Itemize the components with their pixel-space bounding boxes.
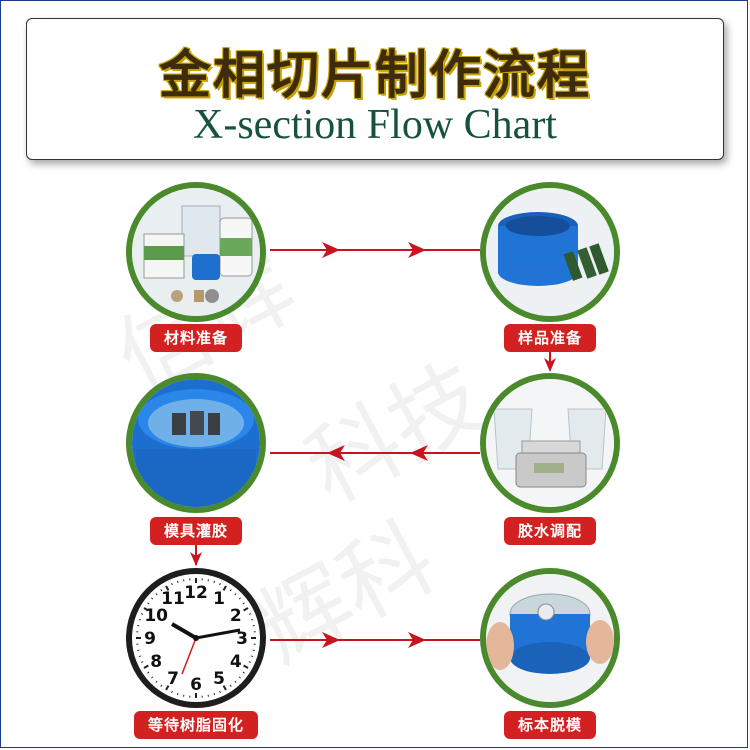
scale-and-cups-image bbox=[480, 373, 620, 513]
materials-image bbox=[126, 182, 266, 322]
clock-number: 12 bbox=[184, 583, 208, 603]
demold-image bbox=[480, 568, 620, 708]
clock-number: 9 bbox=[144, 629, 156, 649]
sample-mold-image bbox=[480, 182, 620, 322]
step-label-2: 样品准备 bbox=[504, 324, 596, 352]
clock-number: 6 bbox=[190, 675, 202, 695]
clock-number: 11 bbox=[161, 589, 185, 609]
step-label-1: 材料准备 bbox=[150, 324, 242, 352]
clock-tick bbox=[177, 581, 178, 583]
clock-number: 3 bbox=[236, 629, 248, 649]
clock-tick bbox=[177, 693, 178, 695]
clock-tick bbox=[251, 656, 253, 657]
step-label-5: 等待树脂固化 bbox=[134, 711, 258, 739]
clock-number: 2 bbox=[230, 606, 242, 626]
clock-number: 8 bbox=[150, 652, 162, 672]
filled-mold-image bbox=[126, 373, 266, 513]
clock-tick bbox=[214, 581, 215, 583]
clock-number: 1 bbox=[213, 589, 225, 609]
clock-tick bbox=[214, 693, 215, 695]
step-label-6: 标本脱模 bbox=[504, 711, 596, 739]
clock-tick bbox=[139, 656, 141, 657]
step-label-4: 模具灌胶 bbox=[150, 517, 242, 545]
clock-number: 4 bbox=[230, 652, 242, 672]
clock-tick bbox=[251, 619, 253, 620]
clock-tick bbox=[139, 619, 141, 620]
step-label-3: 胶水调配 bbox=[504, 517, 596, 545]
